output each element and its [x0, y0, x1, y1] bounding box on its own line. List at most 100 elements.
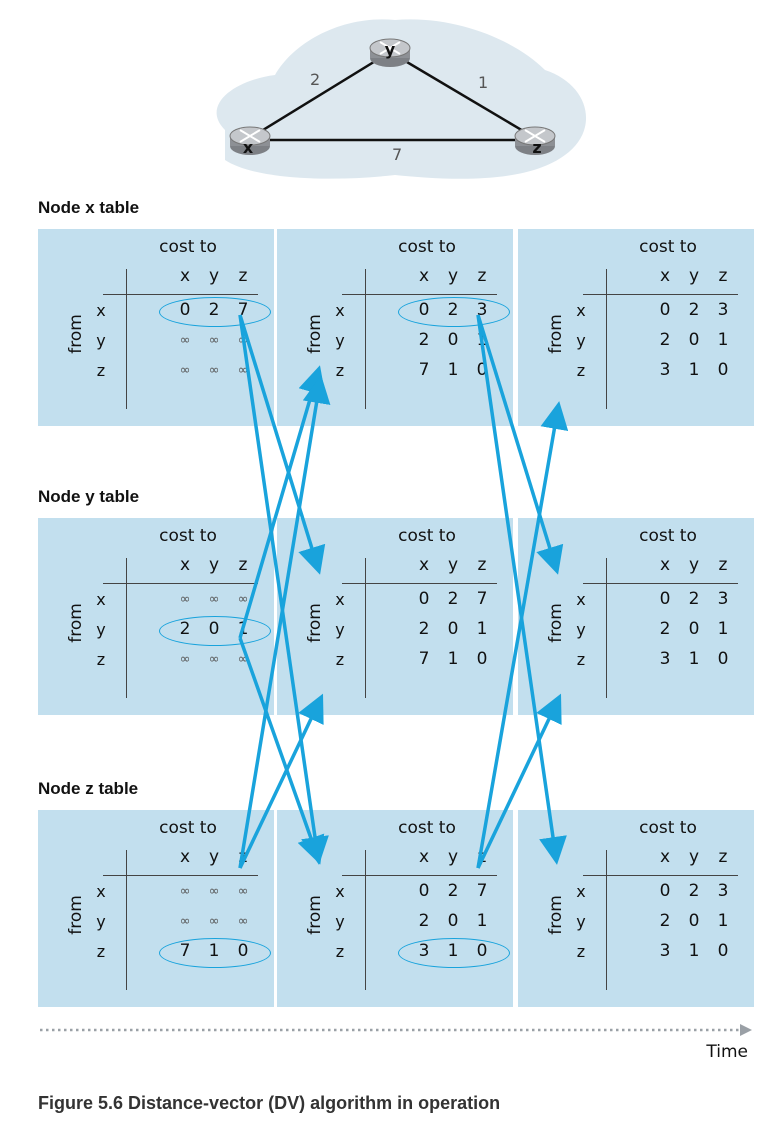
column-header: z — [718, 266, 728, 286]
table-cell: 1 — [476, 911, 488, 931]
table-cell: 3 — [717, 300, 729, 320]
from-label: from — [305, 314, 325, 354]
from-label: from — [66, 603, 86, 643]
row-header: x — [576, 301, 586, 320]
table-cell: 0 — [418, 589, 430, 609]
svg-text:x: x — [243, 138, 254, 157]
table-cell: 7 — [418, 360, 430, 380]
header-divider — [103, 294, 258, 295]
table-cell: 3 — [659, 649, 671, 669]
table-cell: 0 — [476, 360, 488, 380]
table-cell: 2 — [418, 911, 430, 931]
table-cell: 0 — [688, 619, 700, 639]
row-divider — [606, 850, 607, 990]
from-label: from — [546, 314, 566, 354]
column-header: z — [718, 847, 728, 867]
row-header: z — [576, 650, 586, 669]
time-axis-arrowhead — [740, 1024, 752, 1036]
row-header: x — [96, 882, 106, 901]
table-cell: 1 — [476, 330, 488, 350]
row-header: y — [96, 331, 106, 350]
svg-text:y: y — [385, 40, 396, 59]
table-cell: 1 — [688, 941, 700, 961]
table-cell: 7 — [476, 589, 488, 609]
table-cell: 0 — [717, 649, 729, 669]
from-label: from — [66, 895, 86, 935]
table-cell: 0 — [476, 649, 488, 669]
row-header: x — [96, 590, 106, 609]
table-cell: 1 — [447, 360, 459, 380]
table-cell: 0 — [659, 589, 671, 609]
row-header: y — [335, 331, 345, 350]
row-header: z — [96, 650, 106, 669]
row-header: z — [335, 650, 345, 669]
row-header: y — [576, 912, 586, 931]
link-cost-y-z: 1 — [478, 73, 488, 92]
table-cell: ∞ — [179, 333, 191, 348]
row-header: y — [576, 331, 586, 350]
section-title-node-y: Node y table — [38, 487, 140, 506]
cost-to-label: cost to — [398, 818, 456, 838]
table-cell: 1 — [447, 649, 459, 669]
table-cell: 3 — [659, 360, 671, 380]
column-header: x — [659, 266, 671, 286]
figure-caption: Figure 5.6 Distance-vector (DV) algorith… — [38, 1093, 501, 1113]
highlight-oval — [398, 938, 510, 968]
from-label: from — [66, 314, 86, 354]
link-cost-x-y: 2 — [310, 70, 320, 89]
table-cell: 3 — [717, 881, 729, 901]
table-cell: 2 — [659, 911, 671, 931]
row-header: z — [576, 942, 586, 961]
row-divider — [126, 558, 127, 698]
row-divider — [126, 269, 127, 409]
column-header: y — [208, 847, 220, 867]
header-divider — [583, 294, 738, 295]
cost-to-label: cost to — [159, 237, 217, 257]
link-cost-x-z: 7 — [392, 145, 402, 164]
cost-to-label: cost to — [639, 526, 697, 546]
table-cell: ∞ — [208, 652, 220, 667]
header-divider — [342, 875, 497, 876]
column-header: z — [238, 555, 248, 575]
table-cell: ∞ — [237, 884, 249, 899]
row-header: x — [335, 590, 345, 609]
highlight-oval — [159, 297, 271, 327]
table-cell: ∞ — [208, 914, 220, 929]
table-cell: ∞ — [179, 592, 191, 607]
column-header: x — [179, 847, 191, 867]
table-cell: 2 — [659, 619, 671, 639]
from-label: from — [546, 603, 566, 643]
column-header: x — [179, 555, 191, 575]
from-label: from — [305, 603, 325, 643]
table-cell: ∞ — [208, 592, 220, 607]
column-header: x — [659, 847, 671, 867]
table-cell: ∞ — [237, 333, 249, 348]
section-title-node-x: Node x table — [38, 198, 140, 217]
table-cell: 0 — [717, 941, 729, 961]
column-header: x — [179, 266, 191, 286]
row-divider — [365, 558, 366, 698]
row-header: x — [576, 882, 586, 901]
highlight-oval — [398, 297, 510, 327]
row-header: y — [96, 912, 106, 931]
cost-to-label: cost to — [159, 818, 217, 838]
table-cell: ∞ — [237, 592, 249, 607]
column-header: z — [238, 847, 248, 867]
table-cell: 0 — [447, 330, 459, 350]
cost-to-label: cost to — [398, 526, 456, 546]
header-divider — [103, 875, 258, 876]
column-header: z — [477, 555, 487, 575]
column-header: y — [447, 266, 459, 286]
cost-to-label: cost to — [398, 237, 456, 257]
column-header: y — [688, 555, 700, 575]
table-cell: 1 — [717, 330, 729, 350]
table-cell: 2 — [688, 589, 700, 609]
router-icon-z: z — [514, 126, 556, 157]
column-header: z — [477, 847, 487, 867]
time-axis — [40, 1024, 752, 1036]
cost-to-label: cost to — [639, 818, 697, 838]
router-icon-y: y — [369, 38, 411, 67]
